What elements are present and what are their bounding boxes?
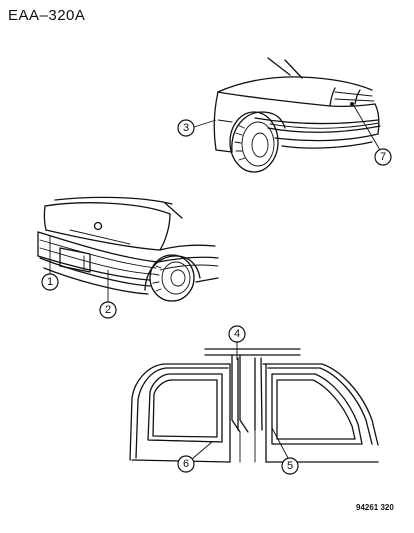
figure-number: 94261 320 (356, 503, 394, 512)
callout-1-label: 1 (47, 276, 53, 288)
callout-6-label: 6 (183, 458, 189, 470)
door-window-view (129, 348, 379, 463)
callout-3-label: 3 (183, 122, 189, 134)
callout-5-label: 5 (287, 460, 293, 472)
callout-2: 2 (99, 270, 117, 319)
front-corner-view (213, 57, 381, 173)
callout-7: 7 (353, 105, 392, 166)
rear-corner-view (37, 196, 219, 302)
callout-6: 6 (177, 441, 213, 473)
callout-4: 4 (228, 325, 246, 360)
diagram-code: EAA–320A (8, 7, 85, 24)
callout-7-label: 7 (380, 151, 386, 163)
callout-2-label: 2 (105, 304, 111, 316)
callout-5: 5 (271, 427, 299, 475)
callout-1: 1 (41, 236, 59, 291)
callout-3: 3 (177, 119, 217, 137)
callout-4-label: 4 (234, 328, 240, 340)
